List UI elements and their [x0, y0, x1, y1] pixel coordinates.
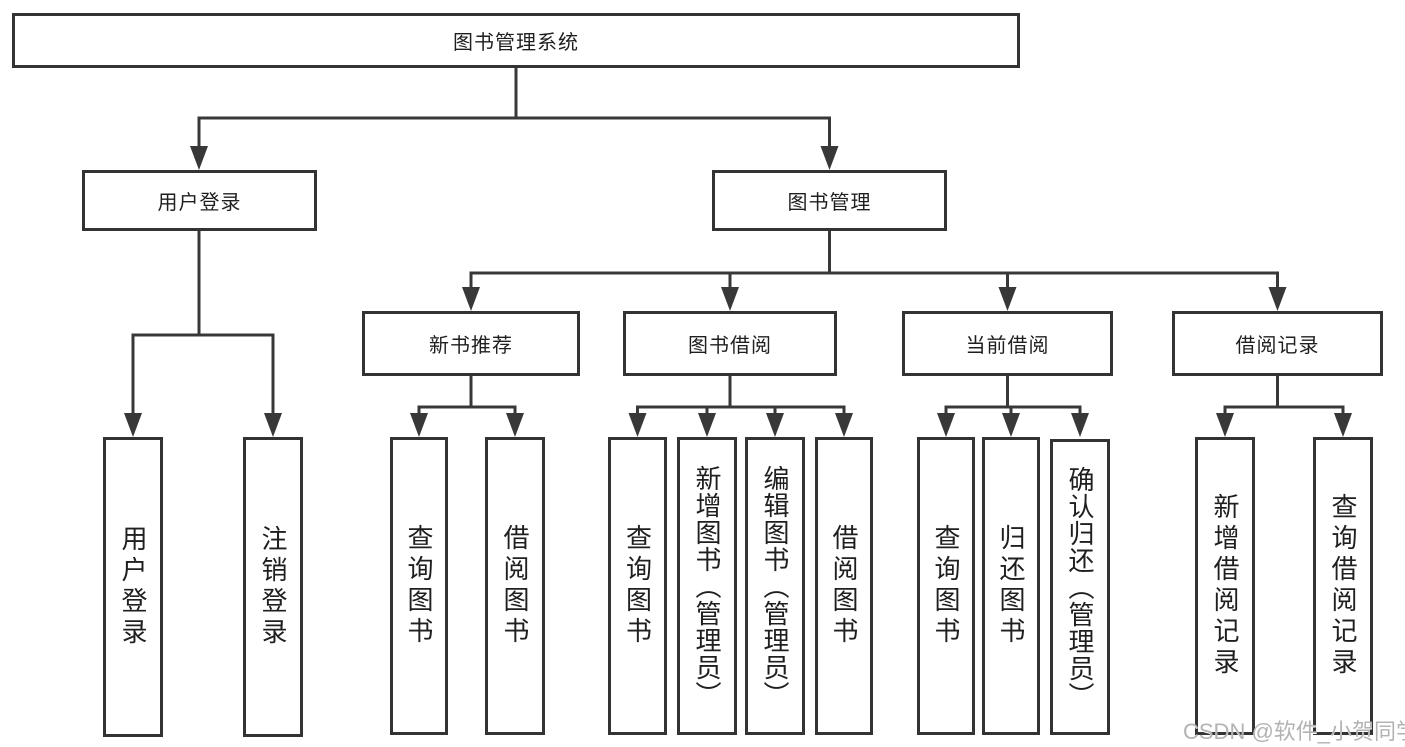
node-leaf-cb-return-book: 归还图书	[982, 437, 1040, 735]
node-book-management: 图书管理	[712, 170, 947, 231]
node-leaf-cb-confirm-return-admin-label: 确认归还（管理员）	[1065, 465, 1095, 709]
node-leaf-user-login: 用户登录	[103, 437, 163, 737]
node-book-borrowing: 图书借阅	[623, 311, 837, 376]
node-leaf-br-query-record: 查询借阅记录	[1313, 437, 1373, 735]
node-leaf-bb-add-book-admin-label: 新增图书（管理员）	[692, 464, 722, 708]
node-leaf-br-add-record: 新增借阅记录	[1195, 437, 1255, 735]
node-leaf-bb-borrow-book-label: 借阅图书	[829, 524, 859, 648]
node-book-management-label: 图书管理	[787, 192, 872, 214]
node-leaf-br-add-record-label: 新增借阅记录	[1210, 493, 1240, 679]
node-borrowing-records-label: 借阅记录	[1235, 335, 1320, 357]
node-leaf-nbr-borrow-book-label: 借阅图书	[500, 524, 530, 648]
node-leaf-cb-confirm-return-admin: 确认归还（管理员）	[1050, 439, 1110, 735]
node-leaf-cb-query-book: 查询图书	[917, 437, 975, 735]
node-leaf-logout-label: 注销登录	[258, 525, 288, 649]
node-leaf-bb-borrow-book: 借阅图书	[815, 437, 873, 735]
node-current-borrowing-label: 当前借阅	[965, 335, 1050, 357]
node-leaf-nbr-borrow-book: 借阅图书	[485, 437, 545, 735]
node-current-borrowing: 当前借阅	[902, 311, 1113, 376]
node-leaf-cb-query-book-label: 查询图书	[931, 524, 961, 648]
node-user-login-label: 用户登录	[157, 192, 242, 214]
node-leaf-nbr-query-book-label: 查询图书	[404, 524, 434, 648]
node-new-book-recommendation: 新书推荐	[362, 311, 580, 376]
node-book-borrowing-label: 图书借阅	[688, 335, 772, 357]
node-leaf-logout: 注销登录	[243, 437, 303, 737]
node-leaf-bb-add-book-admin: 新增图书（管理员）	[677, 437, 737, 735]
node-new-book-recommendation-label: 新书推荐	[429, 335, 513, 357]
node-leaf-bb-query-book-label: 查询图书	[622, 524, 653, 648]
node-root: 图书管理系统	[12, 13, 1020, 68]
node-leaf-user-login-label: 用户登录	[118, 525, 148, 649]
node-leaf-bb-edit-book-admin: 编辑图书（管理员）	[745, 437, 805, 735]
node-leaf-bb-query-book: 查询图书	[608, 437, 667, 735]
node-user-login: 用户登录	[82, 170, 317, 231]
node-borrowing-records: 借阅记录	[1172, 311, 1383, 376]
node-leaf-nbr-query-book: 查询图书	[390, 437, 448, 735]
node-leaf-bb-edit-book-admin-label: 编辑图书（管理员）	[760, 464, 790, 708]
node-leaf-cb-return-book-label: 归还图书	[996, 524, 1026, 648]
csdn-watermark: CSDN @软件_小贺同学	[1183, 719, 1405, 744]
node-root-label: 图书管理系统	[453, 32, 579, 54]
node-leaf-br-query-record-label: 查询借阅记录	[1328, 493, 1358, 679]
